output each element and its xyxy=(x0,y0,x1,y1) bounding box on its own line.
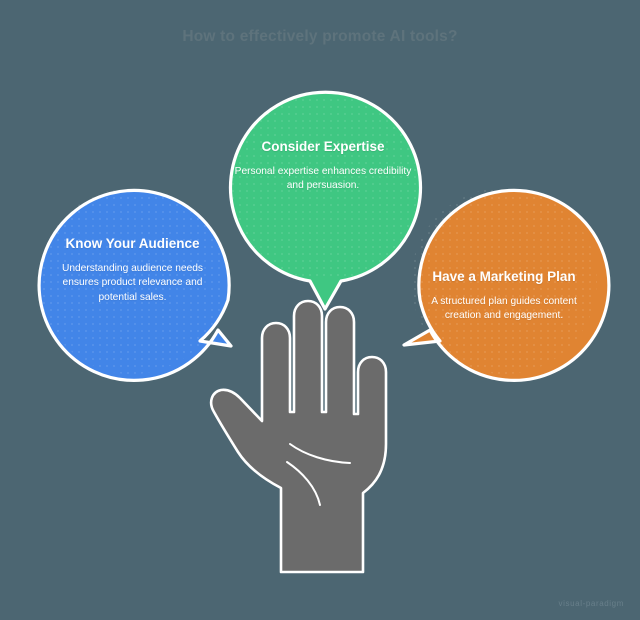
open-hand-icon xyxy=(209,299,388,574)
bubble-body: A structured plan guides content creatio… xyxy=(431,295,577,322)
bubble-text-have-a-marketing-plan: Have a Marketing Plan A structured plan … xyxy=(418,268,590,324)
bubble-orange-texture xyxy=(411,188,597,374)
bubble-text-consider-expertise: Consider Expertise Personal expertise en… xyxy=(233,138,413,194)
bubble-have-a-marketing-plan[interactable] xyxy=(402,188,611,382)
bubble-heading: Have a Marketing Plan xyxy=(432,269,576,284)
bubble-consider-expertise[interactable] xyxy=(228,90,423,311)
bubble-body: Personal expertise enhances credibility … xyxy=(234,165,412,192)
hand-crease-upper xyxy=(289,443,351,464)
bubble-heading: Consider Expertise xyxy=(261,139,385,154)
hand-crease-lower xyxy=(286,461,321,506)
bubble-know-your-audience[interactable] xyxy=(37,188,233,382)
hand-silhouette xyxy=(209,299,388,574)
bubble-heading: Know Your Audience xyxy=(65,236,200,251)
bubble-body: Understanding audience needs ensures pro… xyxy=(61,262,204,303)
page-title: How to effectively promote AI tools? xyxy=(182,28,458,45)
bubble-green-texture xyxy=(232,94,418,280)
bubble-text-know-your-audience: Know Your Audience Understanding audienc… xyxy=(45,235,220,305)
bubble-blue-texture xyxy=(39,188,225,374)
watermark: visual-paradigm xyxy=(558,599,624,608)
